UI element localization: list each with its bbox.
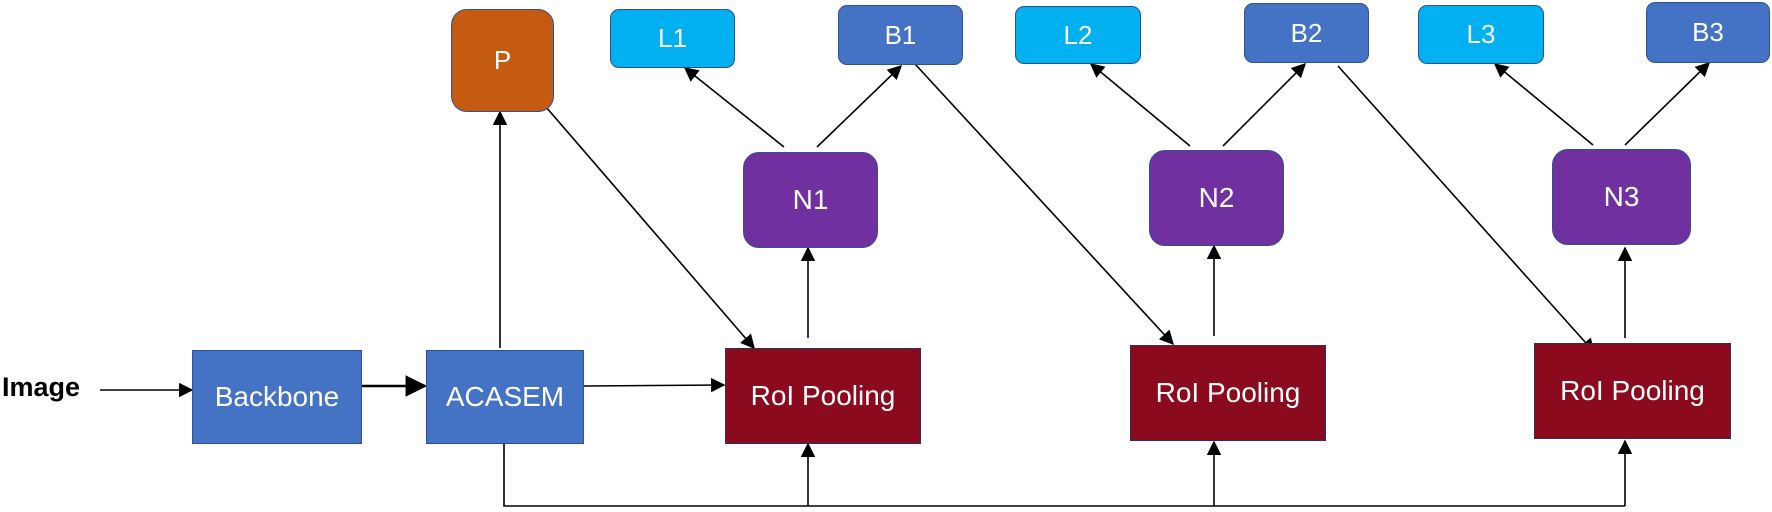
l3-label: L3 — [1466, 19, 1496, 49]
l2-box: L2 — [1015, 6, 1141, 64]
feed-bus-line — [503, 436, 1625, 507]
l1-box: L1 — [610, 9, 735, 68]
b3-label: B3 — [1692, 17, 1724, 47]
roi-pooling-label-1: RoI Pooling — [750, 380, 896, 411]
arrow-n2-l2 — [1089, 63, 1191, 147]
p-box: P — [451, 9, 554, 112]
l1-label: L1 — [658, 23, 687, 53]
arrow-n3-b3 — [1624, 61, 1711, 146]
b3-box: B3 — [1646, 2, 1770, 63]
n3-box: N3 — [1552, 149, 1691, 245]
acasem-label: ACASEM — [445, 381, 565, 412]
arrow-b2-roi3 — [1337, 65, 1595, 354]
roi-pooling-box-1: RoI Pooling — [725, 348, 921, 444]
roi-pooling-box-2: RoI Pooling — [1130, 345, 1326, 441]
arrow-n1-l1 — [683, 67, 785, 148]
arrow-n3-l3 — [1493, 63, 1594, 146]
n3-label: N3 — [1603, 181, 1640, 212]
arrow-n1-b1 — [816, 65, 903, 148]
roi-pooling-label-3: RoI Pooling — [1560, 375, 1705, 406]
roi-pooling-box-3: RoI Pooling — [1534, 343, 1731, 439]
arrow-p-roi1 — [545, 106, 755, 350]
acasem-box: ACASEM — [426, 350, 584, 444]
l3-box: L3 — [1418, 5, 1544, 64]
l2-label: L2 — [1063, 19, 1093, 50]
arrow-acasem-roi1 — [583, 377, 726, 393]
p-label: P — [493, 45, 512, 75]
b1-box: B1 — [838, 5, 963, 65]
arrow-n2-b2 — [1222, 62, 1307, 147]
backbone-box: Backbone — [192, 350, 362, 444]
n1-box: N1 — [743, 152, 878, 248]
n2-box: N2 — [1149, 150, 1284, 246]
input-label: Image — [2, 372, 81, 402]
backbone-label: Backbone — [214, 381, 340, 412]
b1-label: B1 — [884, 20, 917, 50]
n2-label: N2 — [1198, 182, 1235, 213]
b2-label: B2 — [1290, 18, 1323, 48]
arrow-b1-roi2 — [914, 63, 1174, 346]
roi-pooling-label-2: RoI Pooling — [1155, 377, 1301, 408]
b2-box: B2 — [1244, 3, 1369, 63]
n1-label: N1 — [792, 184, 829, 215]
